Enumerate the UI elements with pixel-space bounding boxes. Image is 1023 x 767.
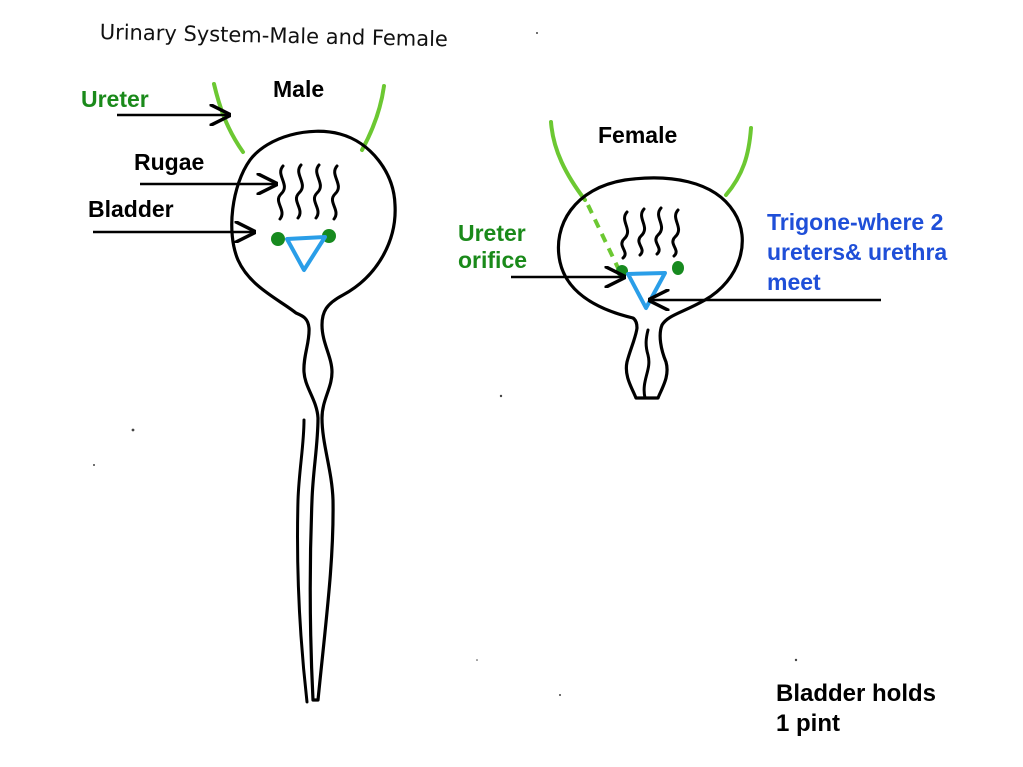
female-rugae [620,206,681,260]
rugae-label: Rugae [134,149,205,175]
capacity-note-line2: 1 pint [776,710,840,737]
trigone-label-line2: ureters& urethra [767,239,948,265]
pointer-arrows [93,115,881,300]
bladder-label: Bladder [88,196,174,222]
trigone-label: Trigone-where 2 ureters& urethra meet [767,207,947,297]
trigone-label-line1: Trigone-where 2 [767,209,944,235]
specks [93,32,798,696]
female-ureter-dashed [586,204,621,271]
ureter-label: Ureter [81,86,149,112]
female-right-ureter [724,126,753,197]
capacity-note: Bladder holds 1 pint [776,679,936,739]
female-urethra-inner [642,328,651,400]
male-trigone [285,235,327,272]
female-left-ureter-orifice [616,265,628,277]
male-bladder-outline [230,129,397,702]
female-left-ureter [549,120,587,202]
capacity-note-line1: Bladder holds [776,680,937,707]
male-diagram [212,82,397,704]
male-left-ureter-orifice [271,232,285,246]
female-trigone [626,271,667,310]
male-urethra-inner [295,418,309,704]
male-right-ureter [360,84,386,152]
ureter-orifice-label-line2: orifice [458,247,528,273]
trigone-label-line3: meet [767,269,821,295]
male-rugae [276,163,340,221]
ureter-orifice-label: Ureter orifice [458,220,527,274]
male-label: Male [273,76,325,102]
male-left-ureter [212,82,245,154]
ureter-orifice-label-line1: Ureter [458,220,526,246]
female-diagram [549,120,753,400]
female-right-ureter-orifice [672,261,684,275]
female-bladder-outline [556,176,744,400]
female-label: Female [598,122,678,148]
